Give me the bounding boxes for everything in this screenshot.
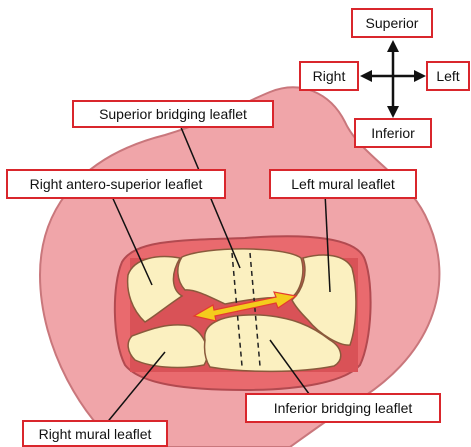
label-inferior-bridging-leaflet: Inferior bridging leaflet bbox=[245, 393, 441, 423]
compass-arrow-down bbox=[387, 106, 399, 118]
compass-arrow-up bbox=[387, 40, 399, 52]
orientation-right: Right bbox=[299, 61, 359, 91]
orientation-inferior: Inferior bbox=[354, 118, 432, 148]
label-left-mural-leaflet: Left mural leaflet bbox=[269, 169, 417, 199]
compass-arrow-right bbox=[414, 70, 426, 82]
compass-arrow-left bbox=[360, 70, 372, 82]
label-right-antero-superior-leaflet: Right antero-superior leaflet bbox=[6, 169, 226, 199]
orientation-left: Left bbox=[426, 61, 470, 91]
orientation-superior: Superior bbox=[351, 8, 433, 38]
label-superior-bridging-leaflet: Superior bridging leaflet bbox=[72, 100, 274, 128]
label-right-mural-leaflet: Right mural leaflet bbox=[22, 420, 168, 447]
